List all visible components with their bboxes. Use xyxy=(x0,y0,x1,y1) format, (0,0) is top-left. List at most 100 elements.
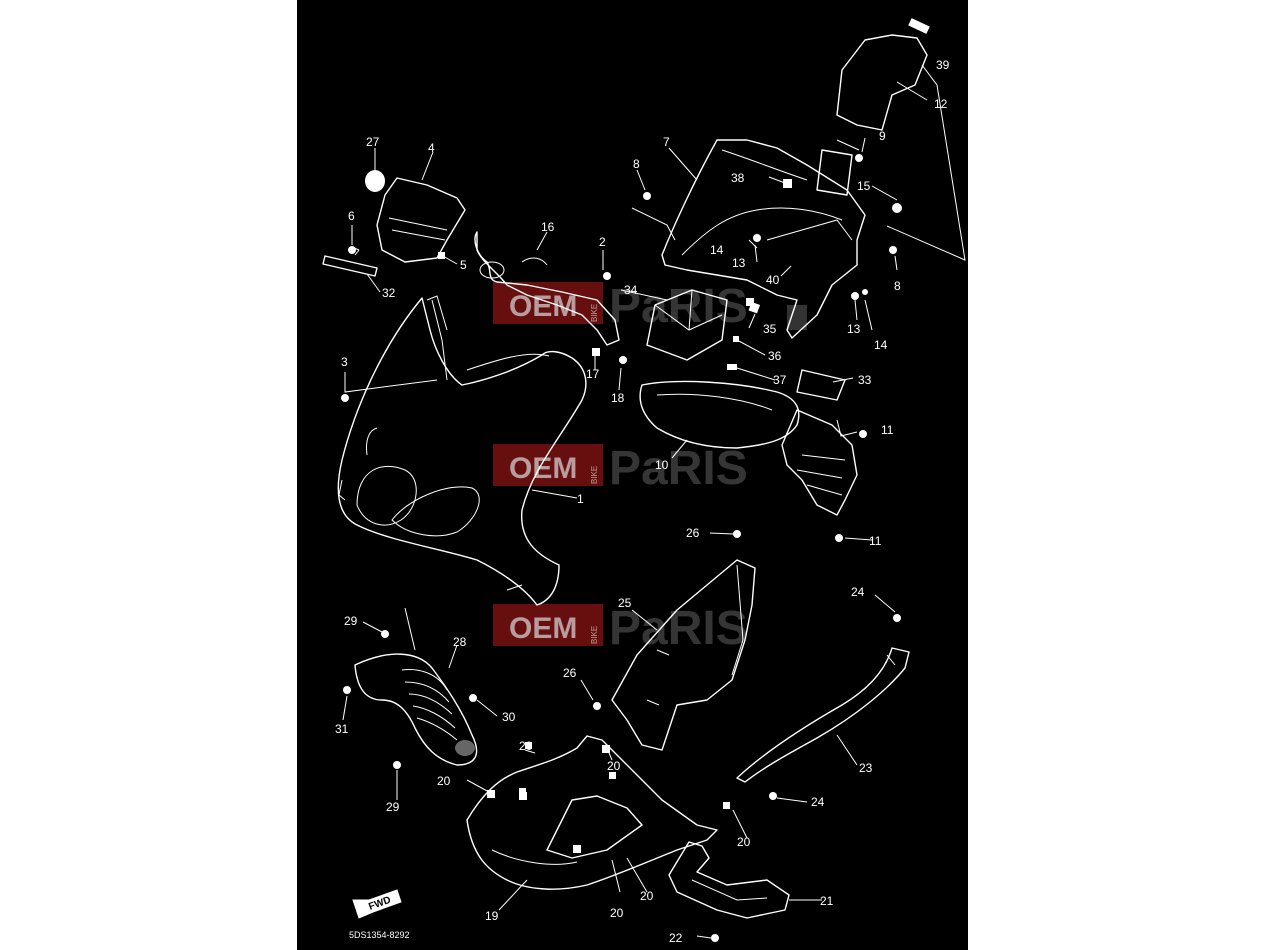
part-label: 12 xyxy=(934,97,948,111)
clip-icon xyxy=(609,772,616,779)
screw-icon xyxy=(341,394,349,402)
part-label: 5 xyxy=(460,258,467,272)
watermark-bike: BIKE xyxy=(590,626,599,644)
washer-icon xyxy=(851,292,859,300)
watermark-2: OEM BIKE PaRIS xyxy=(493,442,748,495)
part-inner-panel xyxy=(639,369,858,516)
part-label: 33 xyxy=(858,373,872,387)
screw-icon xyxy=(348,246,356,254)
part-label: 20 xyxy=(610,906,624,920)
watermark-oem: OEM xyxy=(509,290,577,323)
screw-icon xyxy=(643,192,651,200)
part-label: 20 xyxy=(737,835,751,849)
part-label: 23 xyxy=(859,761,873,775)
screw-icon xyxy=(733,530,741,538)
drawing-code: 5DS1354-8292 xyxy=(349,930,410,940)
part-label: 7 xyxy=(663,135,670,149)
part-label: 20 xyxy=(519,739,533,753)
part-label: 13 xyxy=(847,322,861,336)
part-label: 14 xyxy=(874,338,888,352)
part-label: 17 xyxy=(586,367,600,381)
watermark-bike: BIKE xyxy=(590,466,599,484)
part-label: 11 xyxy=(869,534,882,548)
part-label: 14 xyxy=(710,243,724,257)
part-label: 15 xyxy=(857,179,871,193)
part-reflector xyxy=(322,255,378,277)
part-label: 2 xyxy=(599,235,606,249)
screw-icon xyxy=(593,702,601,710)
part-label: 40 xyxy=(766,273,780,287)
part-label: 35 xyxy=(763,322,777,336)
part-label-33 xyxy=(796,369,846,401)
part-side-trim xyxy=(736,647,910,783)
part-label: 25 xyxy=(618,596,632,610)
part-label: 37 xyxy=(773,373,787,387)
screw-icon xyxy=(769,792,777,800)
part-rear-vent-cover xyxy=(354,653,478,766)
part-side-cover xyxy=(611,559,756,751)
parts-diagram: OEM BIKE PaRIS OEM BIKE PaRIS OEM BIKE P… xyxy=(297,0,968,950)
part-label: 6 xyxy=(348,209,355,223)
screw-icon xyxy=(619,356,627,364)
part-label: 8 xyxy=(894,279,901,293)
part-labels: 1 2 3 4 5 6 7 8 8 9 10 11 11 12 13 13 14… xyxy=(335,58,950,945)
screw-icon xyxy=(711,934,719,942)
part-label: 29 xyxy=(344,614,358,628)
part-meter-panel xyxy=(322,170,466,277)
part-bracket xyxy=(668,841,790,919)
screw-icon xyxy=(859,430,867,438)
part-label: 36 xyxy=(768,349,782,363)
part-label: 19 xyxy=(485,909,499,923)
part-label: 1 xyxy=(577,492,584,506)
part-label: 18 xyxy=(611,391,625,405)
clip-icon xyxy=(519,788,526,795)
part-label: 20 xyxy=(640,889,654,903)
fasteners xyxy=(341,154,902,942)
part-label: 28 xyxy=(453,635,467,649)
part-label: 24 xyxy=(811,795,825,809)
part-label: 20 xyxy=(607,759,621,773)
emblem-icon xyxy=(365,170,385,192)
screw-icon xyxy=(603,272,611,280)
part-label: 20 xyxy=(437,774,451,788)
clip-icon xyxy=(746,298,754,306)
screw-icon xyxy=(835,534,843,542)
clip-icon xyxy=(733,336,739,342)
screw-icon xyxy=(889,246,897,254)
washer-icon xyxy=(753,234,761,242)
part-label: 38 xyxy=(731,171,745,185)
part-label: 32 xyxy=(382,286,396,300)
part-label: 31 xyxy=(335,722,349,736)
watermark-parts: PaRIS xyxy=(609,602,748,655)
part-label: 26 xyxy=(686,526,700,540)
part-label: 26 xyxy=(563,666,577,680)
watermark-oem: OEM xyxy=(509,612,577,645)
screw-icon xyxy=(381,630,389,638)
part-label: 13 xyxy=(732,256,746,270)
part-label: 34 xyxy=(624,283,638,297)
part-label: 8 xyxy=(633,157,640,171)
part-label: 4 xyxy=(428,141,435,155)
part-label: 22 xyxy=(669,931,683,945)
part-label: 30 xyxy=(502,710,516,724)
clip-icon xyxy=(727,364,737,370)
screw-icon xyxy=(393,761,401,769)
nut-icon xyxy=(892,203,902,213)
clip-icon xyxy=(525,742,532,749)
watermark-3: OEM BIKE PaRIS xyxy=(493,602,748,655)
part-label: 21 xyxy=(820,894,834,908)
floor-recess xyxy=(546,795,643,859)
screw-icon xyxy=(893,614,901,622)
watermark-oem: OEM xyxy=(509,452,577,485)
screw-icon xyxy=(855,154,863,162)
part-label: 3 xyxy=(341,355,348,369)
part-label: 24 xyxy=(851,585,865,599)
part-label: 11 xyxy=(881,423,894,437)
screw-icon xyxy=(343,686,351,694)
part-label: 29 xyxy=(386,800,400,814)
part-handle-cover xyxy=(474,231,620,356)
part-label: 10 xyxy=(655,458,669,472)
part-leg-shield xyxy=(661,139,866,339)
part-label: 16 xyxy=(541,220,555,234)
part-label: 39 xyxy=(936,58,950,72)
